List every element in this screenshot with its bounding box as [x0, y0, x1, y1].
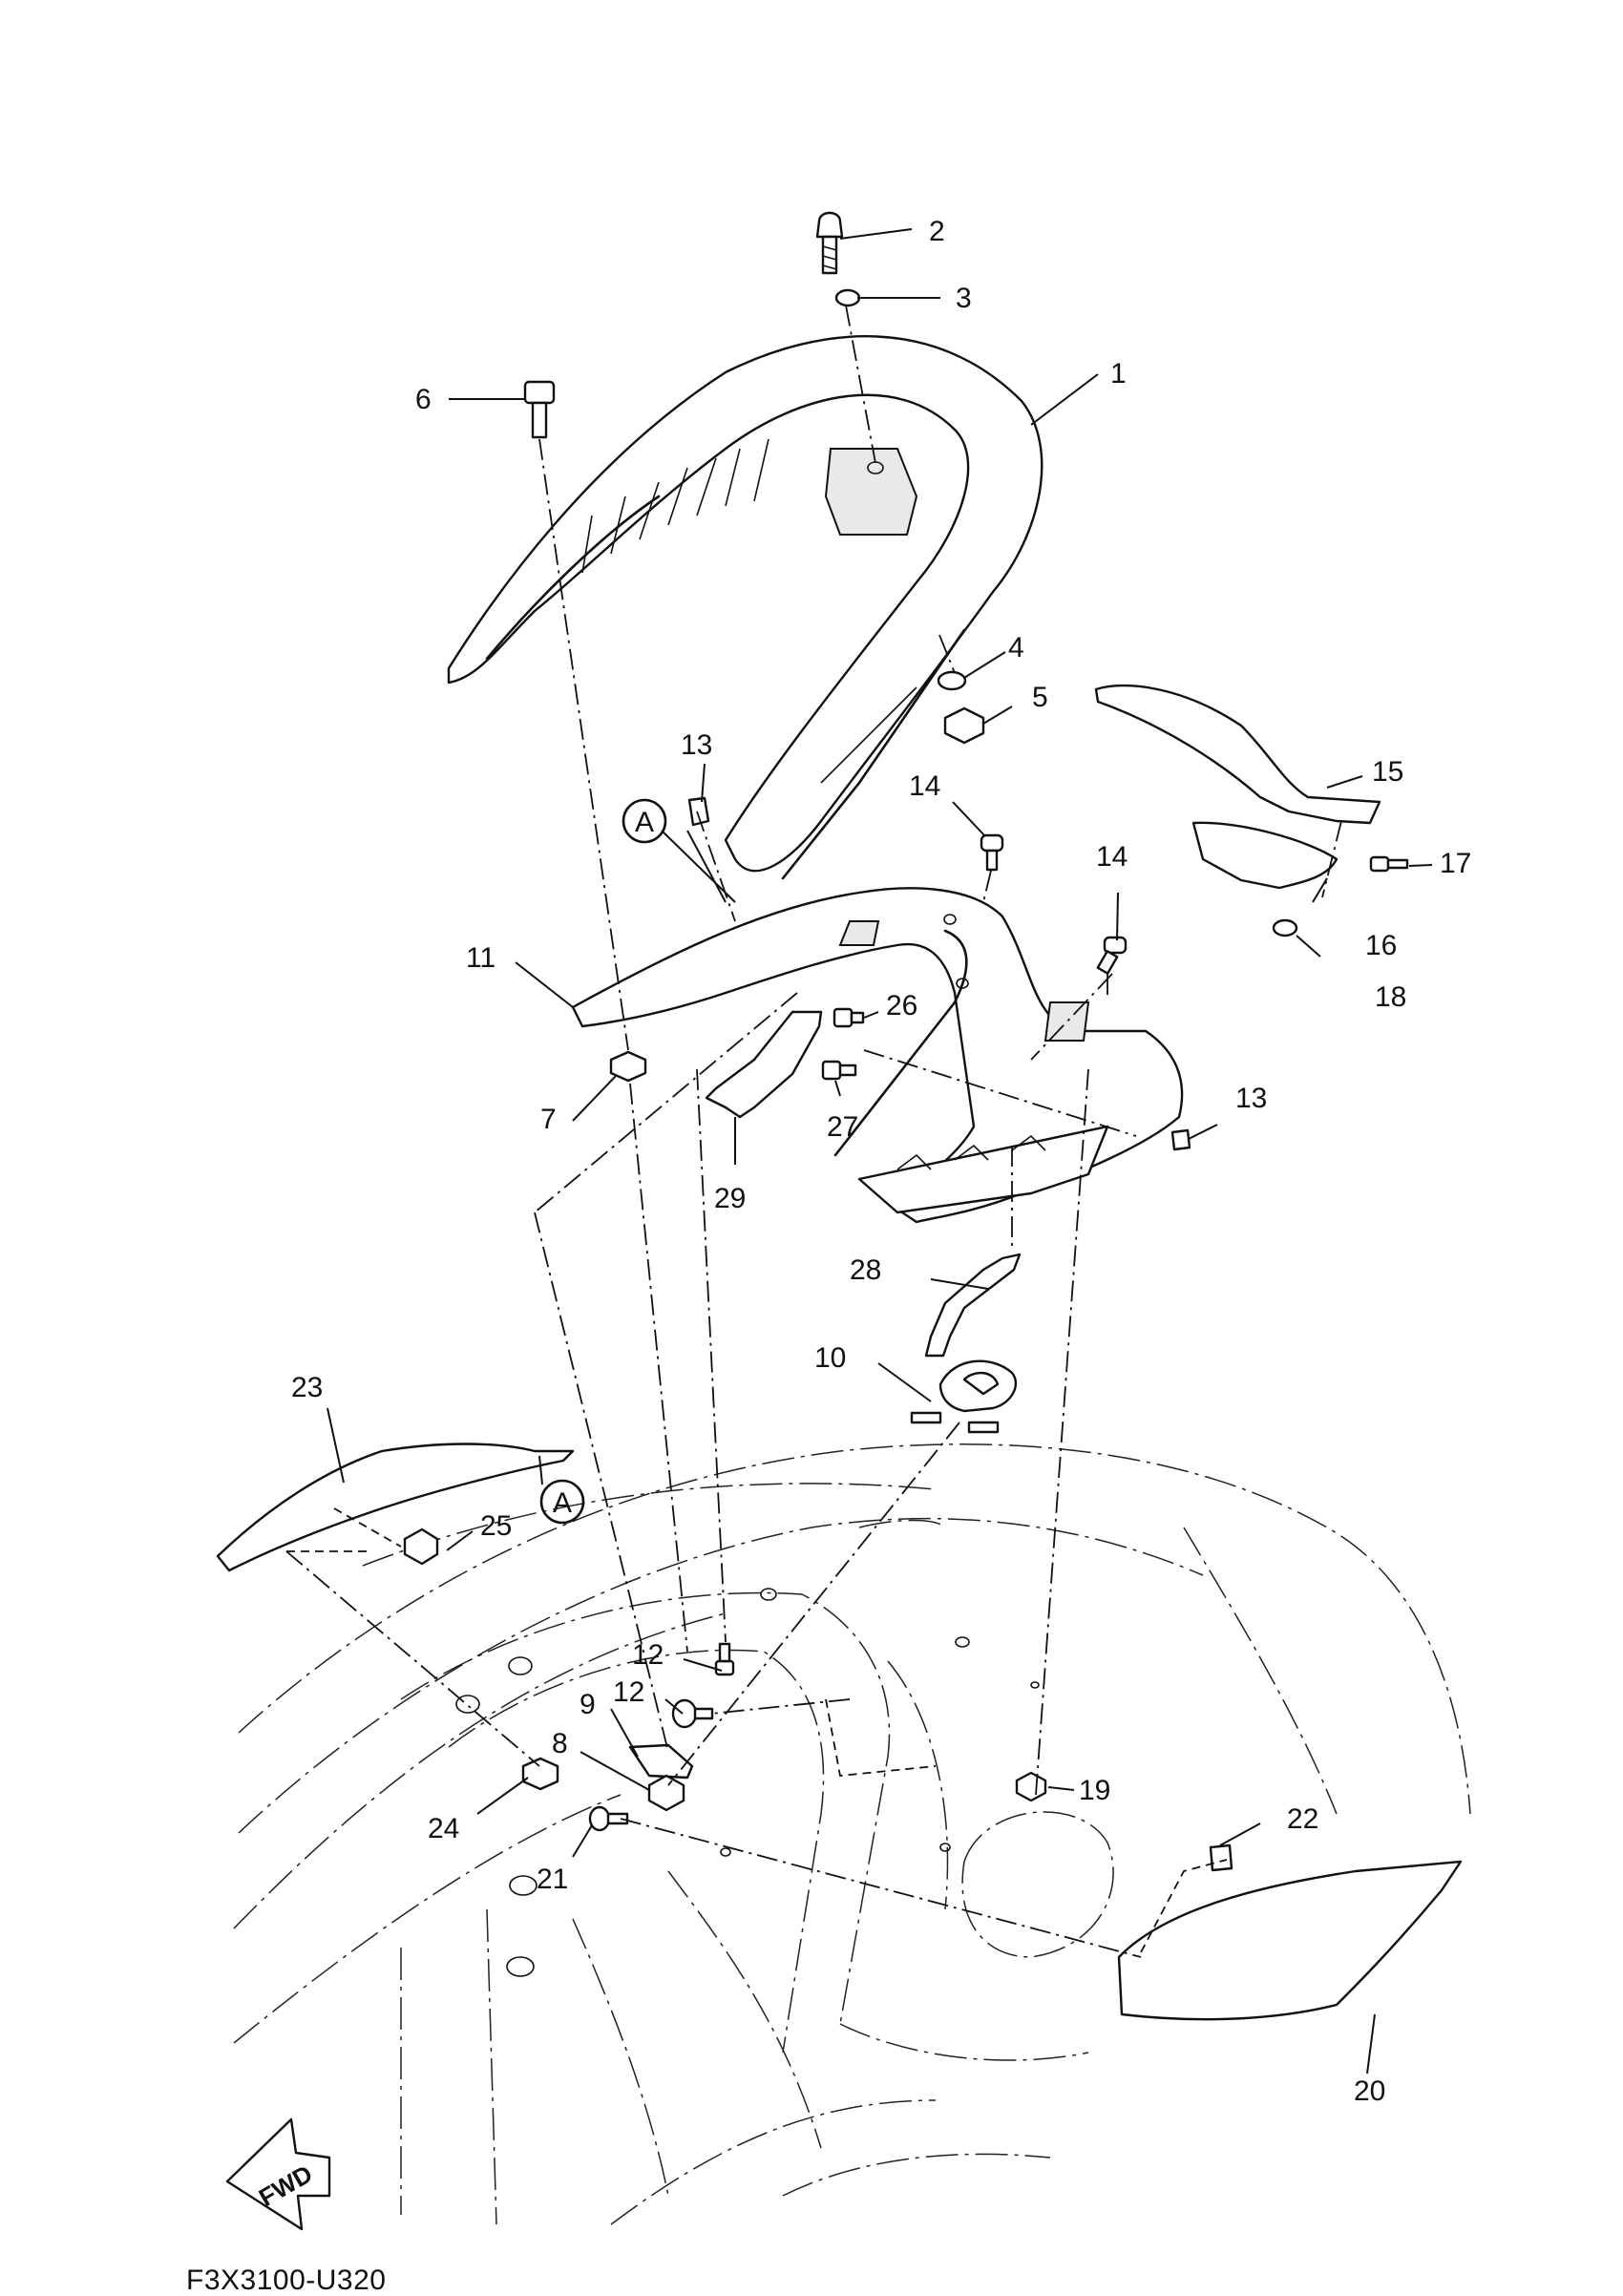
- hull-outline: [233, 1443, 1471, 2225]
- part-20-side-cover: [1117, 1860, 1463, 2021]
- callout-9: 9: [580, 1689, 596, 1720]
- callout-21: 21: [537, 1864, 568, 1895]
- reference-a-leaders: [538, 830, 736, 1485]
- callout-4: 4: [1008, 632, 1024, 664]
- part-17-screw: [1369, 855, 1409, 873]
- callout-6: 6: [415, 384, 432, 415]
- part-9-bracket: [628, 1743, 694, 1780]
- part-4-grommet: [937, 670, 967, 691]
- callout-27: 27: [827, 1111, 858, 1143]
- part-13-clip-a: [687, 796, 710, 827]
- part-21-screw: [588, 1805, 629, 1832]
- part-13-clip-b: [1170, 1128, 1191, 1151]
- part-12-screw-b: [671, 1698, 714, 1729]
- callout-leaders: [327, 228, 1433, 2075]
- callout-13a: 13: [681, 729, 712, 761]
- callout-5: 5: [1032, 682, 1048, 713]
- callout-19: 19: [1079, 1775, 1110, 1806]
- assembly-lines: [285, 305, 1342, 1958]
- callout-17: 17: [1440, 848, 1471, 879]
- part-23-rear-cover: [216, 1443, 575, 1572]
- callout-12b: 12: [613, 1676, 644, 1708]
- part-14-pin-a: [980, 833, 1004, 872]
- callout-14a: 14: [909, 770, 940, 802]
- callout-25: 25: [480, 1510, 512, 1542]
- part-10-tow-eye: [910, 1359, 1018, 1434]
- part-27-screw: [821, 1060, 857, 1081]
- figure-code: F3X3100-U320: [186, 2264, 386, 2296]
- callout-18: 18: [1375, 981, 1406, 1013]
- callout-24: 24: [428, 1813, 459, 1844]
- callout-1: 1: [1110, 358, 1127, 390]
- part-28-strap: [924, 1253, 1022, 1358]
- part-18-washer: [1272, 918, 1298, 937]
- part-1-seat-frame: [447, 335, 1043, 880]
- part-15-handle-cover: [1094, 684, 1381, 825]
- callout-26: 26: [886, 990, 917, 1022]
- callout-8: 8: [552, 1728, 568, 1759]
- part-26-screw: [833, 1007, 865, 1028]
- part-6-bolt: [523, 380, 556, 439]
- part-5-nut: [943, 706, 985, 745]
- part-7-nut: [609, 1050, 647, 1083]
- callout-11: 11: [466, 942, 495, 974]
- part-16-grip: [1191, 821, 1338, 890]
- callout-22: 22: [1287, 1803, 1318, 1835]
- reference-marker-label: A: [635, 807, 654, 838]
- callout-labels: 1 2 3 4 5 6 7 8 9 10 11 12 12 13 13 14 1…: [291, 216, 1471, 2107]
- part-25-nut: [403, 1527, 439, 1566]
- callout-14b: 14: [1096, 841, 1128, 873]
- fwd-direction-arrow: FWD: [225, 2117, 331, 2231]
- callout-13b: 13: [1235, 1083, 1267, 1114]
- part-3-washer: [834, 288, 861, 307]
- part-22-clip: [1209, 1843, 1233, 1872]
- part-11-seat-cover: [571, 887, 1184, 1224]
- callout-28: 28: [850, 1254, 881, 1286]
- reference-marker-a-2: A: [539, 1479, 585, 1525]
- part-2-stud: [815, 211, 844, 275]
- callout-2: 2: [929, 216, 945, 247]
- callout-20: 20: [1354, 2075, 1385, 2107]
- callout-3: 3: [956, 283, 972, 314]
- callout-7: 7: [540, 1104, 557, 1135]
- part-24-screw: [521, 1757, 559, 1791]
- callout-15: 15: [1372, 756, 1403, 788]
- part-19-nut: [1015, 1771, 1047, 1802]
- part-14-pin-b: [1096, 936, 1128, 975]
- callout-29: 29: [714, 1183, 746, 1214]
- callout-23: 23: [291, 1372, 323, 1403]
- part-29-strap: [705, 1010, 823, 1119]
- reference-marker-label: A: [553, 1487, 572, 1519]
- callout-16: 16: [1365, 930, 1397, 961]
- part-8-nut: [647, 1774, 685, 1812]
- callout-10: 10: [814, 1342, 846, 1374]
- reference-marker-a-1: A: [622, 798, 667, 844]
- callout-12a: 12: [632, 1639, 664, 1671]
